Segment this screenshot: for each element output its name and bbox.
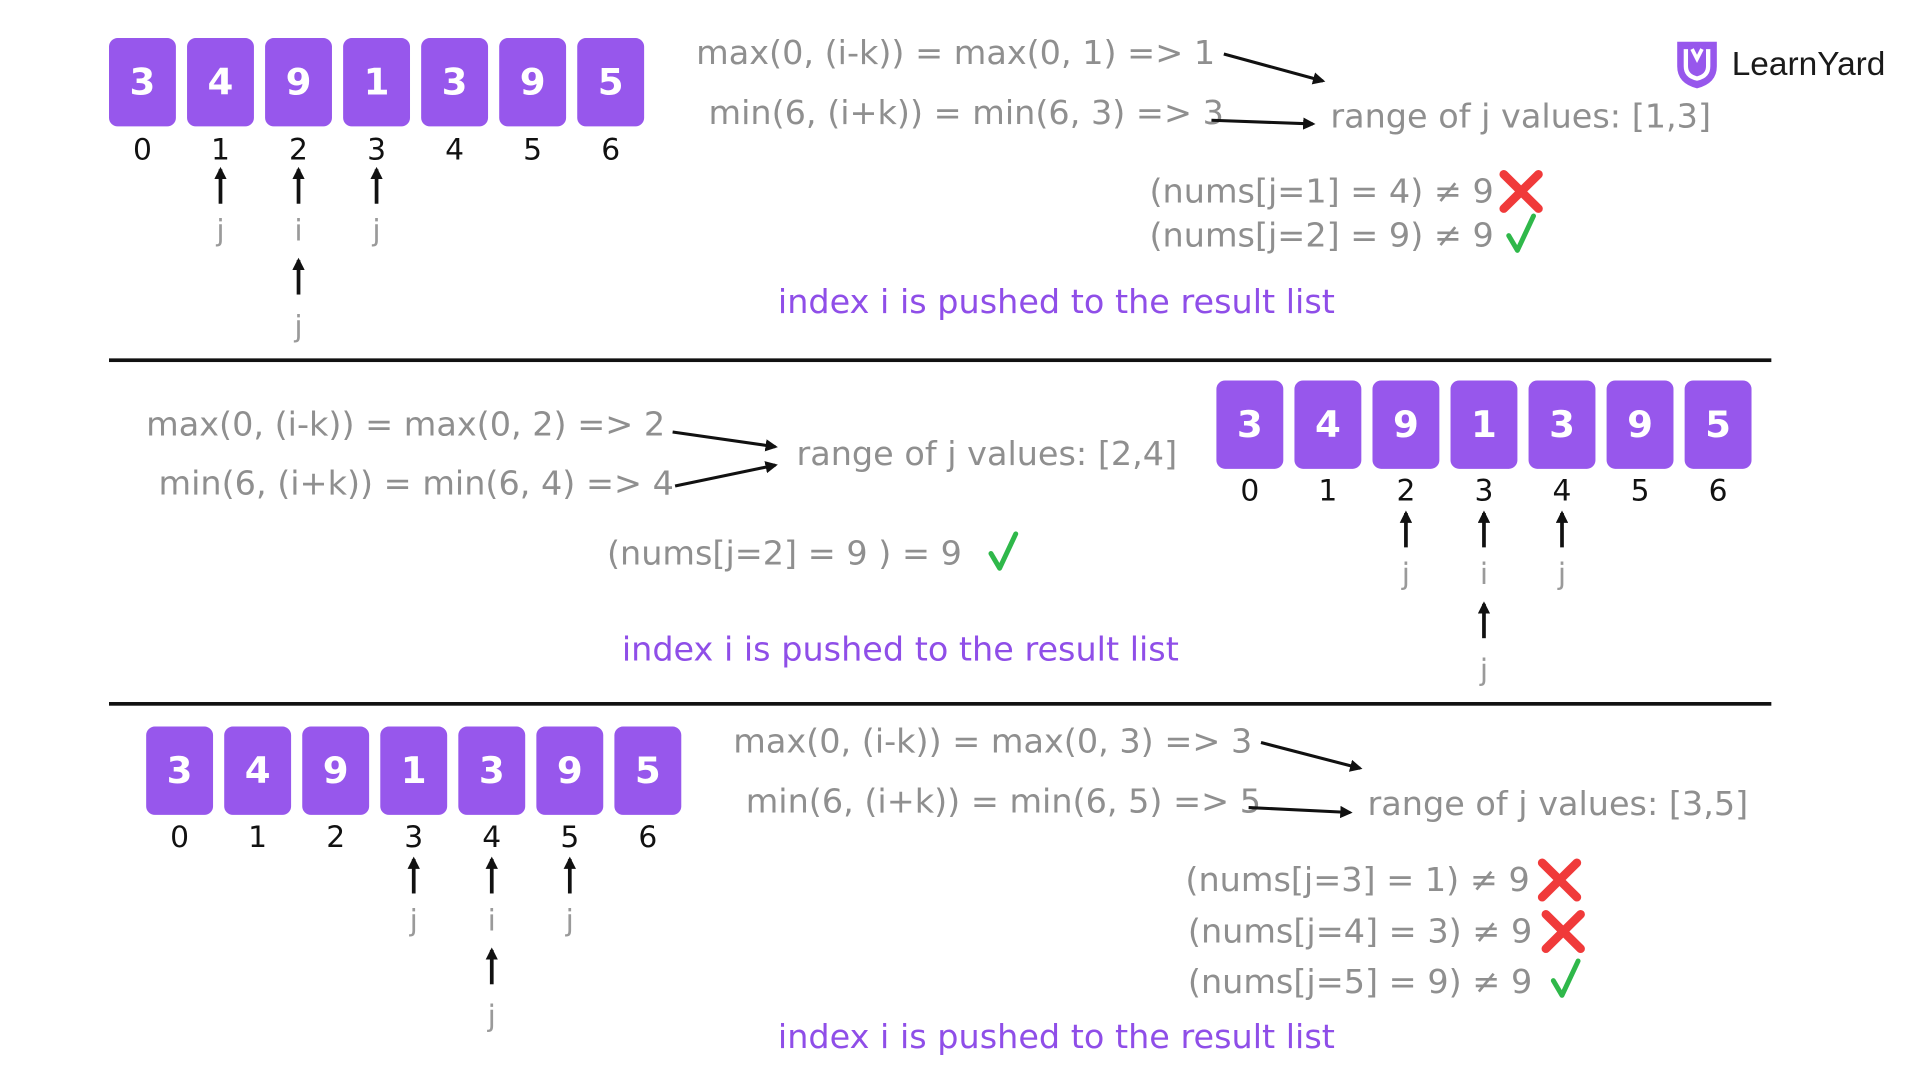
cross-icon	[1537, 858, 1582, 902]
max-expression: max(0, (i-k)) = max(0, 1) => 1	[696, 34, 1216, 73]
check-line: (nums[j=5] = 9) ≠ 9	[1187, 963, 1533, 1002]
arrow-icon	[1248, 805, 1353, 819]
array-index: 2	[289, 132, 308, 167]
array-cell: 3	[146, 726, 214, 815]
j-pointer-label: j	[372, 213, 381, 248]
array-index: 1	[1318, 473, 1338, 509]
j-range: range of j values: [1,3]	[1330, 98, 1712, 137]
result-message: index i is pushed to the result list	[777, 283, 1335, 322]
check-icon	[1506, 213, 1536, 253]
array-index: 5	[1630, 473, 1650, 509]
array-cell: 3	[1216, 380, 1284, 469]
i-pointer-label: i	[294, 213, 303, 248]
array-cell: 5	[1684, 380, 1752, 469]
i-pointer-label: i	[487, 903, 496, 938]
check-line: (nums[j=4] = 3) ≠ 9	[1187, 913, 1533, 952]
max-expression: max(0, (i-k)) = max(0, 2) => 2	[146, 406, 666, 445]
array-index: 1	[211, 132, 230, 167]
brand-name: LearnYard	[1731, 44, 1886, 82]
j-pointer-label: j	[1479, 652, 1489, 688]
i-pointer-label: i	[1479, 557, 1489, 592]
min-expression: min(6, (i+k)) = min(6, 5) => 5	[745, 783, 1262, 822]
check-icon	[1550, 958, 1581, 998]
array-cell: 3	[458, 726, 526, 815]
array-cell: 9	[265, 38, 332, 127]
j-pointer-label: j	[1557, 557, 1567, 592]
arrow-icon	[1223, 52, 1326, 85]
array-index: 4	[445, 132, 465, 167]
array-index: 2	[326, 819, 346, 855]
arrow-icon	[674, 461, 778, 488]
result-message: index i is pushed to the result list	[777, 1018, 1335, 1057]
check-icon	[988, 531, 1019, 571]
result-message: index i is pushed to the result list	[621, 630, 1179, 669]
array-cell: 5	[614, 726, 682, 815]
array-cell: 4	[224, 726, 292, 815]
array-cell: 9	[1372, 380, 1440, 469]
array-index: 3	[1474, 473, 1494, 509]
array-index: 0	[170, 819, 190, 855]
check-line: (nums[j=1] = 4) ≠ 9	[1149, 173, 1494, 212]
array-index: 6	[638, 819, 658, 855]
array-cell: 3	[1528, 380, 1596, 469]
arrow-icon	[1211, 117, 1316, 130]
array-index: 6	[1708, 473, 1728, 509]
j-pointer-label: j	[487, 999, 496, 1034]
j-pointer-label: j	[216, 213, 225, 248]
arrow-icon	[1260, 741, 1363, 772]
array-cell: 4	[1294, 380, 1362, 469]
array-index: 0	[132, 132, 152, 167]
max-expression: max(0, (i-k)) = max(0, 3) => 3	[733, 722, 1253, 761]
array-cell: 1	[343, 38, 411, 127]
j-pointer-label: j	[409, 903, 418, 938]
brand-logo: LearnYard	[1672, 37, 1885, 91]
panel-divider-1	[109, 358, 1772, 363]
array-cell: 5	[577, 38, 645, 127]
array-index: 2	[1396, 473, 1416, 509]
array-index: 5	[523, 132, 543, 167]
j-pointer-label: j	[294, 309, 303, 344]
check-line: (nums[j=3] = 1) ≠ 9	[1185, 861, 1530, 900]
array-cell: 9	[1606, 380, 1674, 469]
min-expression: min(6, (i+k)) = min(6, 4) => 4	[158, 465, 674, 504]
panel-divider-2	[109, 702, 1772, 706]
array-index: 3	[404, 819, 424, 855]
array-index: 0	[1240, 473, 1260, 509]
j-range: range of j values: [2,4]	[796, 435, 1178, 474]
array-index: 4	[482, 819, 502, 855]
array-index: 6	[601, 132, 621, 167]
check-line: (nums[j=2] = 9 ) = 9	[606, 535, 962, 574]
array-cell: 9	[499, 38, 567, 127]
j-pointer-label: j	[565, 903, 574, 938]
array-index: 5	[560, 819, 580, 855]
array-cell: 1	[1450, 380, 1518, 469]
check-line: (nums[j=2] = 9) ≠ 9	[1149, 217, 1494, 256]
array-cell: 3	[421, 38, 489, 127]
cross-icon	[1499, 169, 1543, 213]
array-cell: 9	[302, 726, 370, 815]
arrow-icon	[672, 430, 778, 452]
array-index: 1	[248, 819, 268, 855]
array-index: 3	[367, 132, 387, 167]
learnyard-shield-logo-icon	[1677, 41, 1717, 89]
j-pointer-label: j	[1401, 557, 1411, 592]
array-cell: 1	[380, 726, 448, 815]
array-cell: 9	[536, 726, 604, 815]
array-cell: 3	[109, 38, 176, 127]
array-index: 4	[1552, 473, 1572, 509]
array-cell: 4	[187, 38, 254, 127]
min-expression: min(6, (i+k)) = min(6, 3) => 3	[708, 94, 1224, 133]
j-range: range of j values: [3,5]	[1367, 785, 1749, 824]
cross-icon	[1541, 910, 1585, 953]
